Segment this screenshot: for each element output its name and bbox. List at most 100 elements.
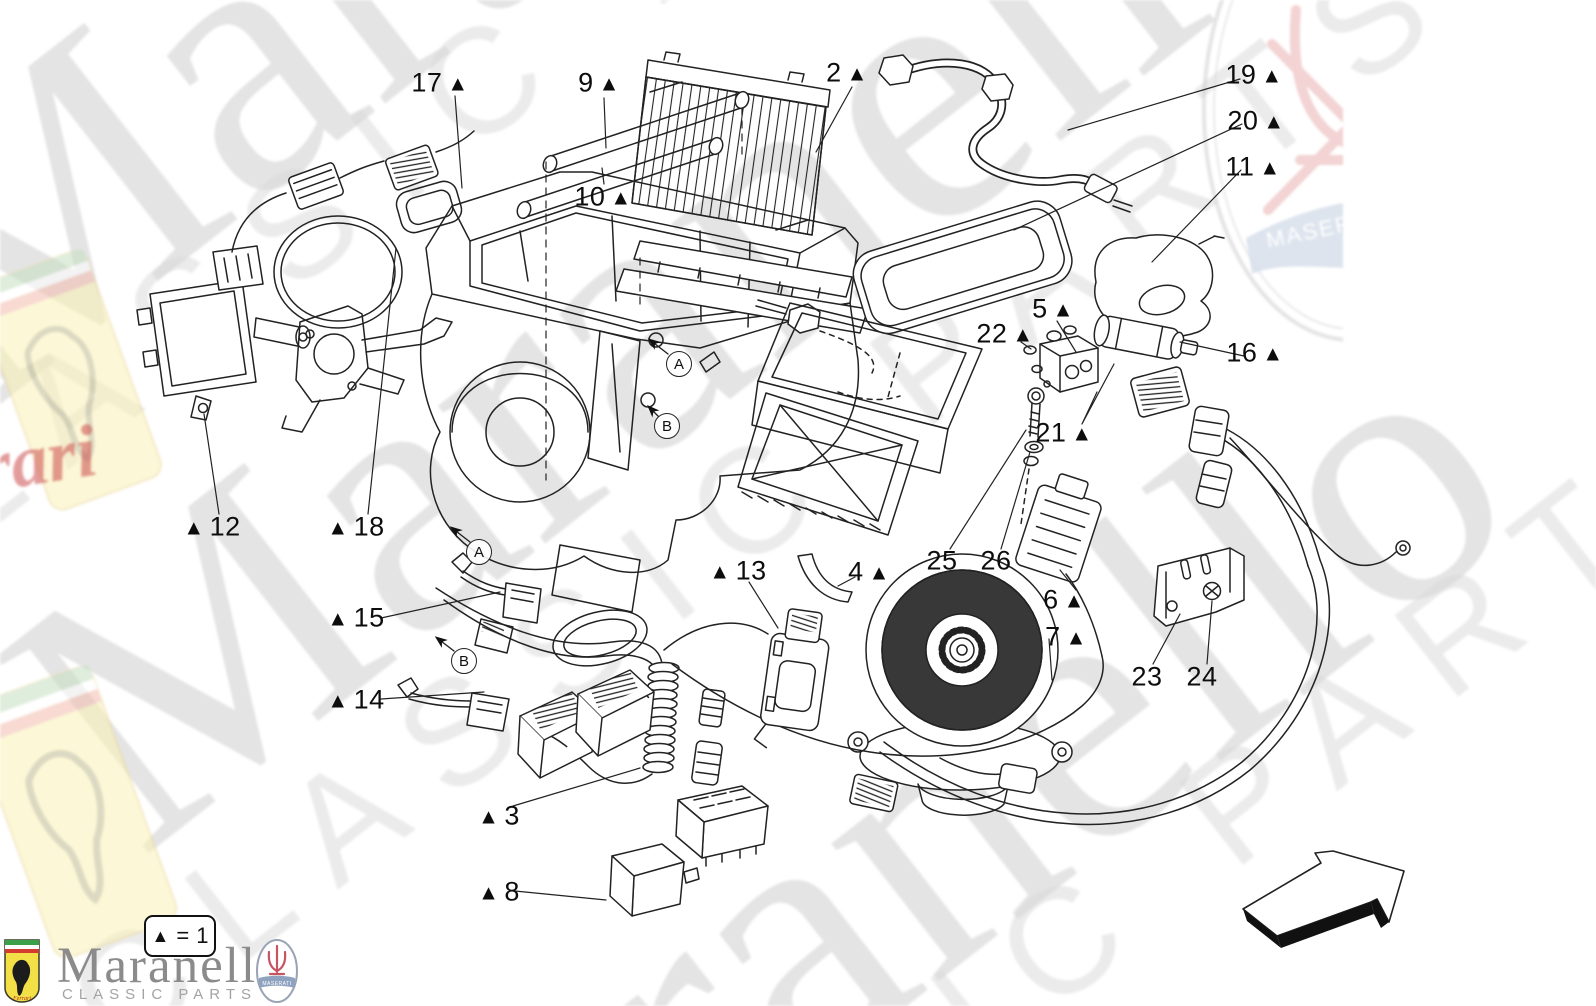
callout-number: 16 [1226,337,1258,368]
legend-value: 1 [196,923,209,948]
quantity-triangle-icon: ▲ [478,881,500,905]
callout-13: ▲13 [709,556,766,587]
callout-3: ▲3 [478,801,520,832]
maserati-badge-text: MASERATI [262,981,291,987]
callout-number: 6 [1043,584,1059,615]
quantity-triangle-icon: ▲ [1012,323,1034,347]
callout-9: 9▲ [578,68,620,99]
circled-letter-B-sensor: B [451,648,477,674]
callout-number: 15 [353,602,385,633]
quantity-triangle-icon: ▲ [183,516,205,540]
callout-16: 16▲ [1226,338,1283,369]
blower-resistor [1015,473,1102,583]
callout-23: 23 [1131,662,1162,693]
quantity-triangle-icon: ▲ [1065,626,1087,650]
callout-number: 22 [976,318,1008,349]
callout-10: 10▲ [574,182,631,213]
maserati-badge-logo: MASERATI [256,939,298,1003]
quantity-triangle-icon: ▲ [1262,342,1284,366]
quantity-triangle-icon: ▲ [1071,422,1093,446]
callout-number: 21 [1035,417,1067,448]
circled-letter-B-housing: B [654,413,680,439]
callout-6: 6▲ [1043,585,1085,616]
callout-4: 4▲ [848,557,890,588]
blower-motor [847,553,1073,816]
quantity-triangle-icon: ▲ [846,62,868,86]
harness-connector [1130,366,1190,418]
quantity-triangle-icon: ▲ [1261,64,1283,88]
relay-socket [675,785,769,867]
callout-number: 7 [1045,621,1061,652]
callout-number: 17 [411,67,443,98]
ferrari-shield-watermark [0,249,178,959]
rubber-boot [1094,234,1225,338]
wiring-harness [435,366,1411,917]
callout-number: 25 [926,545,958,576]
callout-25: 25 [926,546,957,577]
callout-number: 4 [848,556,864,587]
circled-letter-A-housing: A [666,351,692,377]
callout-15: ▲15 [327,603,384,634]
ferrari-shield-logo: Ferrari [4,939,40,1003]
callout-number: 20 [1227,105,1259,136]
callout-number: 2 [826,57,842,88]
quantity-triangle-icon: ▲ [610,186,632,210]
quantity-triangle-icon: ▲ [1263,110,1285,134]
quantity-triangle-icon: ▲ [709,560,731,584]
ferrari-script-watermark: rari [0,410,103,509]
callout-number: 18 [353,511,385,542]
quantity-triangle-icon: ▲ [1052,298,1074,322]
control-module [753,608,830,749]
callout-22: 22▲ [976,319,1033,350]
locator-arrows [434,338,669,652]
callout-number: 10 [574,181,606,212]
tube-9 [542,90,750,174]
callout-number: 19 [1225,59,1257,90]
circled-letter-A-sensor: A [466,539,492,565]
harness-connector [575,669,655,757]
callout-number: 9 [578,67,594,98]
callout-number: 8 [504,876,520,907]
actuator-bracket [281,305,453,433]
quantity-triangle-icon: ▲ [327,607,349,631]
callout-number: 23 [1131,661,1163,692]
sensor-15 [451,552,542,654]
callout-19: 19▲ [1225,60,1282,91]
callout-17: 17▲ [411,68,468,99]
refrigerant-pipe [878,54,1133,213]
callout-2: 2▲ [826,58,868,89]
actuator-wiring [231,130,475,329]
legend-triangle: ▲ [151,925,170,946]
seal-frame [852,200,1073,335]
quantity-triangle-icon: ▲ [327,689,349,713]
callout-number: 24 [1186,661,1218,692]
callout-number: 14 [353,684,385,715]
callout-20: 20▲ [1227,106,1284,137]
mounting-bracket [1153,547,1245,627]
tube-10 [516,136,724,220]
callout-number: 12 [209,511,241,542]
callout-11: 11▲ [1225,152,1280,183]
callout-5: 5▲ [1032,294,1074,325]
legend-equals: = [176,923,190,948]
quantity-triangle-icon: ▲ [1063,589,1085,613]
callout-7: 7▲ [1045,622,1087,653]
quantity-triangle-icon: ▲ [447,72,469,96]
callout-number: 3 [504,800,520,831]
flap-actuator [136,245,311,421]
quantity-triangle-icon: ▲ [478,805,500,829]
maserati-watermark: MASERATI [1202,0,1343,342]
callout-21: 21▲ [1035,418,1092,449]
callout-18: ▲18 [327,512,384,543]
quantity-triangle-icon: ▲ [327,516,349,540]
brand-tagline: CLASSIC PARTS [62,986,257,1003]
sensor-14 [397,677,510,732]
callout-number: 5 [1032,293,1048,324]
quantity-triangle-icon: ▲ [598,72,620,96]
leader-lines [203,78,1245,901]
relay [609,843,700,917]
callout-number: 26 [980,545,1012,576]
ferrari-shield-text: Ferrari [12,996,31,1002]
